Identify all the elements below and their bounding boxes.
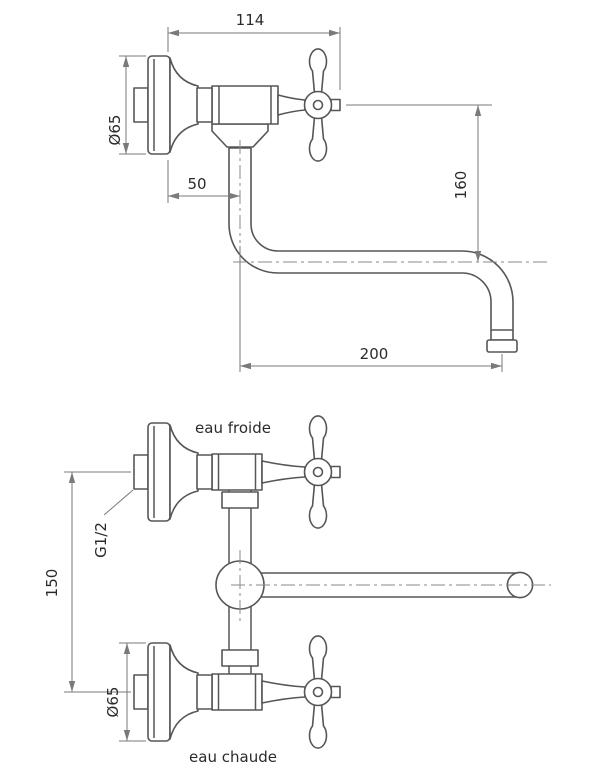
cold-cross-handle [303,415,341,529]
dim-spout-offset-label: 50 [187,175,206,193]
body-column [221,490,259,674]
dimension-spout-reach: 200 [239,246,503,372]
hot-cross-handle [303,635,341,749]
cold-water-label: eau froide [195,419,271,437]
thread-size-label: G1/2 [92,522,110,558]
wall-flange [133,55,213,155]
dim-flange-diameter-label: Ø65 [106,115,124,146]
dimension-flange-diameter-front: Ø65 [104,642,146,742]
dimension-flange-diameter: Ø65 [106,55,146,155]
valve-body [211,85,279,125]
cross-handle [303,48,341,162]
dimension-width: 114 [167,11,341,90]
spout [228,147,514,341]
spout-tip [486,339,518,353]
cold-wall-flange [133,422,213,522]
hot-handle-stem [261,680,306,704]
front-view: 150 Ø65 G1/2 eau froide eau chaude [43,415,551,766]
side-view: 114 Ø65 50 160 200 [106,11,549,372]
dim-width-label: 114 [236,11,265,29]
centerlines-front [231,550,551,622]
centerlines [233,140,549,263]
cold-handle-stem [261,460,306,484]
hot-water-label: eau chaude [189,748,277,766]
dimension-inlet-spacing: 150 [43,471,131,693]
handle-stem [277,94,306,116]
dim-spout-drop-label: 160 [452,171,470,200]
cold-valve-body [211,453,263,491]
dim-spout-reach-label: 200 [360,345,389,363]
hot-wall-flange [133,642,213,742]
dimension-spout-drop: 160 [346,104,492,262]
dimension-spout-offset: 50 [167,160,240,203]
dim-flange-diameter-front-label: Ø65 [104,687,122,718]
hot-valve-body [211,673,263,711]
dim-inlet-spacing-label: 150 [43,569,61,598]
thread-size-callout: G1/2 [92,489,134,558]
